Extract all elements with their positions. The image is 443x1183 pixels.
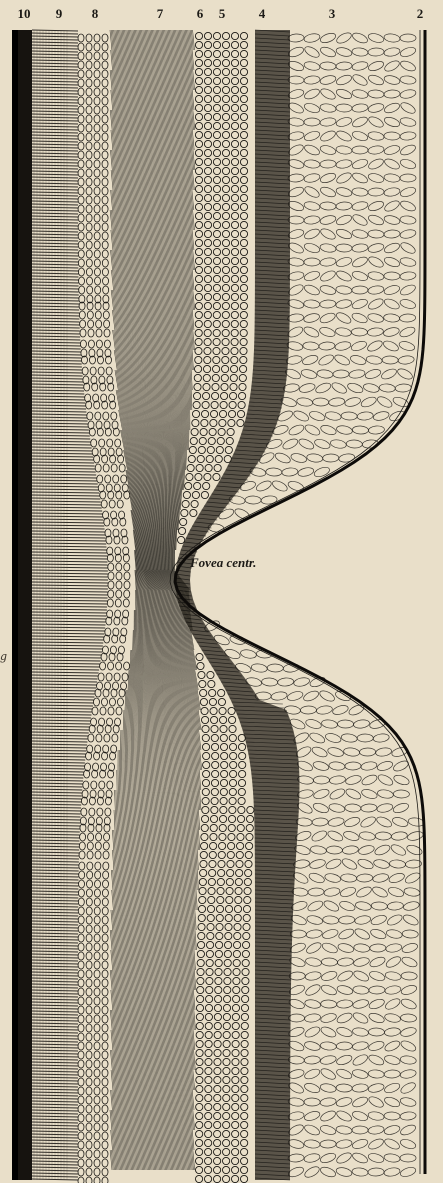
layer-label-5: 5: [219, 6, 226, 22]
layer-label-2: 2: [417, 6, 424, 22]
fovea-centralis-label: Fovea centr.: [190, 555, 256, 571]
layer-label-3: 3: [329, 6, 336, 22]
layer-label-7: 7: [157, 6, 164, 22]
layer-label-9: 9: [56, 6, 63, 22]
layer-10-pigment-epithelium: [12, 30, 32, 1180]
layer-label-8: 8: [92, 6, 99, 22]
layer-label-6: 6: [197, 6, 204, 22]
layer-label-10: 10: [18, 6, 31, 22]
layer-label-4: 4: [259, 6, 266, 22]
margin-letter: g: [0, 650, 7, 663]
